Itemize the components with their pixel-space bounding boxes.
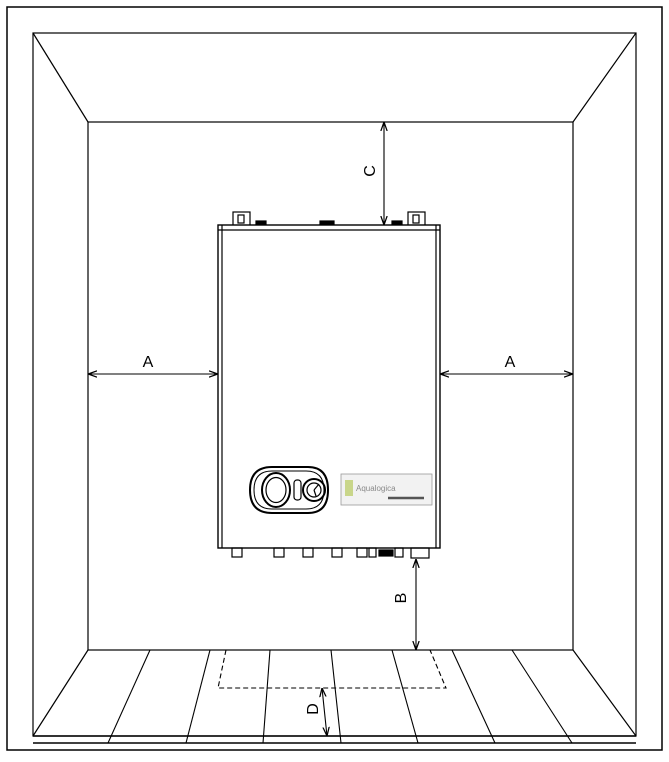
floor-board-1: [107, 649, 151, 744]
corner-line-top-left: [32, 32, 89, 123]
control-panel-outline: [248, 466, 330, 514]
bottom-fitting-7: [378, 549, 394, 557]
bottom-fitting-6: [368, 547, 377, 558]
control-panel: [248, 466, 330, 514]
bottom-fitting-4: [331, 547, 343, 558]
bottom-fitting-1: [231, 547, 243, 558]
label-b: B: [393, 593, 410, 604]
floor-board-5: [391, 649, 419, 744]
label-a-left: A: [143, 354, 154, 371]
dimension-arrow-d: [322, 688, 327, 736]
bottom-fitting-2: [273, 547, 285, 558]
brand-logo-text: Aqualogica: [356, 484, 396, 493]
mounting-bracket-right: [407, 211, 426, 227]
label-a-right: A: [505, 354, 516, 371]
corner-line-bottom-left: [32, 649, 89, 737]
dimension-lines: [88, 122, 573, 736]
room-back-wall: [87, 121, 574, 651]
brand-logo: Aqualogica: [340, 473, 433, 506]
bottom-fitting-5: [356, 547, 368, 558]
bottom-fittings: [231, 547, 430, 559]
corner-line-bottom-right: [572, 649, 637, 737]
bottom-fitting-3: [302, 547, 314, 558]
floor-board-4: [330, 649, 342, 744]
bottom-fitting-8: [394, 547, 404, 558]
floor-board-6: [451, 649, 496, 744]
floor-clearance-zone: [217, 649, 447, 689]
mounting-bracket-left: [232, 211, 251, 227]
status-indicator: [293, 479, 302, 501]
corner-line-top-right: [572, 32, 637, 123]
label-c: C: [362, 165, 379, 177]
floor-board-7: [511, 649, 573, 744]
pressure-gauge: [302, 478, 326, 502]
floor: [33, 649, 636, 744]
outer-frame: [6, 6, 663, 751]
control-display: [261, 472, 291, 508]
floor-board-2: [185, 649, 211, 744]
label-d: D: [305, 703, 322, 715]
bottom-fitting-9: [410, 547, 430, 559]
floor-board-3: [262, 649, 271, 744]
boiler: Aqualogica: [217, 211, 441, 559]
